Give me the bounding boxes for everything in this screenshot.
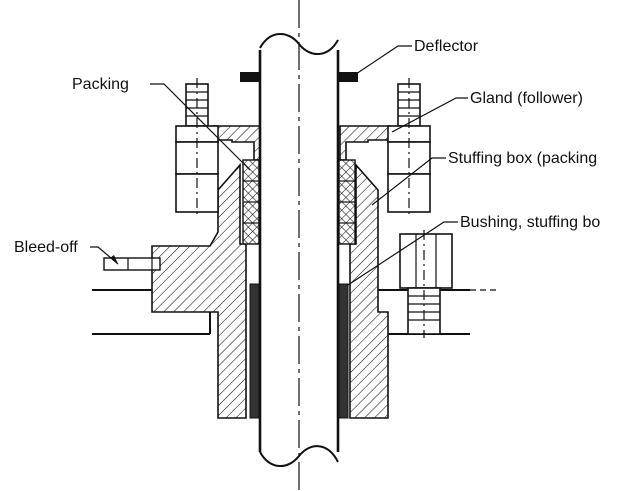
bushing-right xyxy=(338,283,349,419)
label-packing: Packing xyxy=(72,76,129,93)
bleed-off-port xyxy=(103,257,161,271)
gland-bolt-left xyxy=(175,78,219,215)
bushing-left xyxy=(249,283,260,419)
label-bushing: Bushing, stuffing bo xyxy=(460,214,600,231)
label-stuffing-box: Stuffing box (packing xyxy=(448,150,597,167)
gland-left xyxy=(211,125,263,161)
gland-right xyxy=(339,125,391,161)
stuffing-box-left xyxy=(151,162,247,419)
deflector xyxy=(240,72,358,82)
label-bleed-off: Bleed-off xyxy=(14,239,78,256)
label-gland: Gland (follower) xyxy=(470,90,583,107)
label-deflector: Deflector xyxy=(414,38,479,55)
packing-rings-right xyxy=(338,159,356,245)
stuffing-box-right xyxy=(349,162,389,419)
leader-lines xyxy=(90,45,468,286)
gland-bolt-right xyxy=(387,78,431,215)
packing-rings-left xyxy=(242,159,260,245)
casing-bolt-right xyxy=(399,230,453,338)
shaft xyxy=(258,0,340,491)
